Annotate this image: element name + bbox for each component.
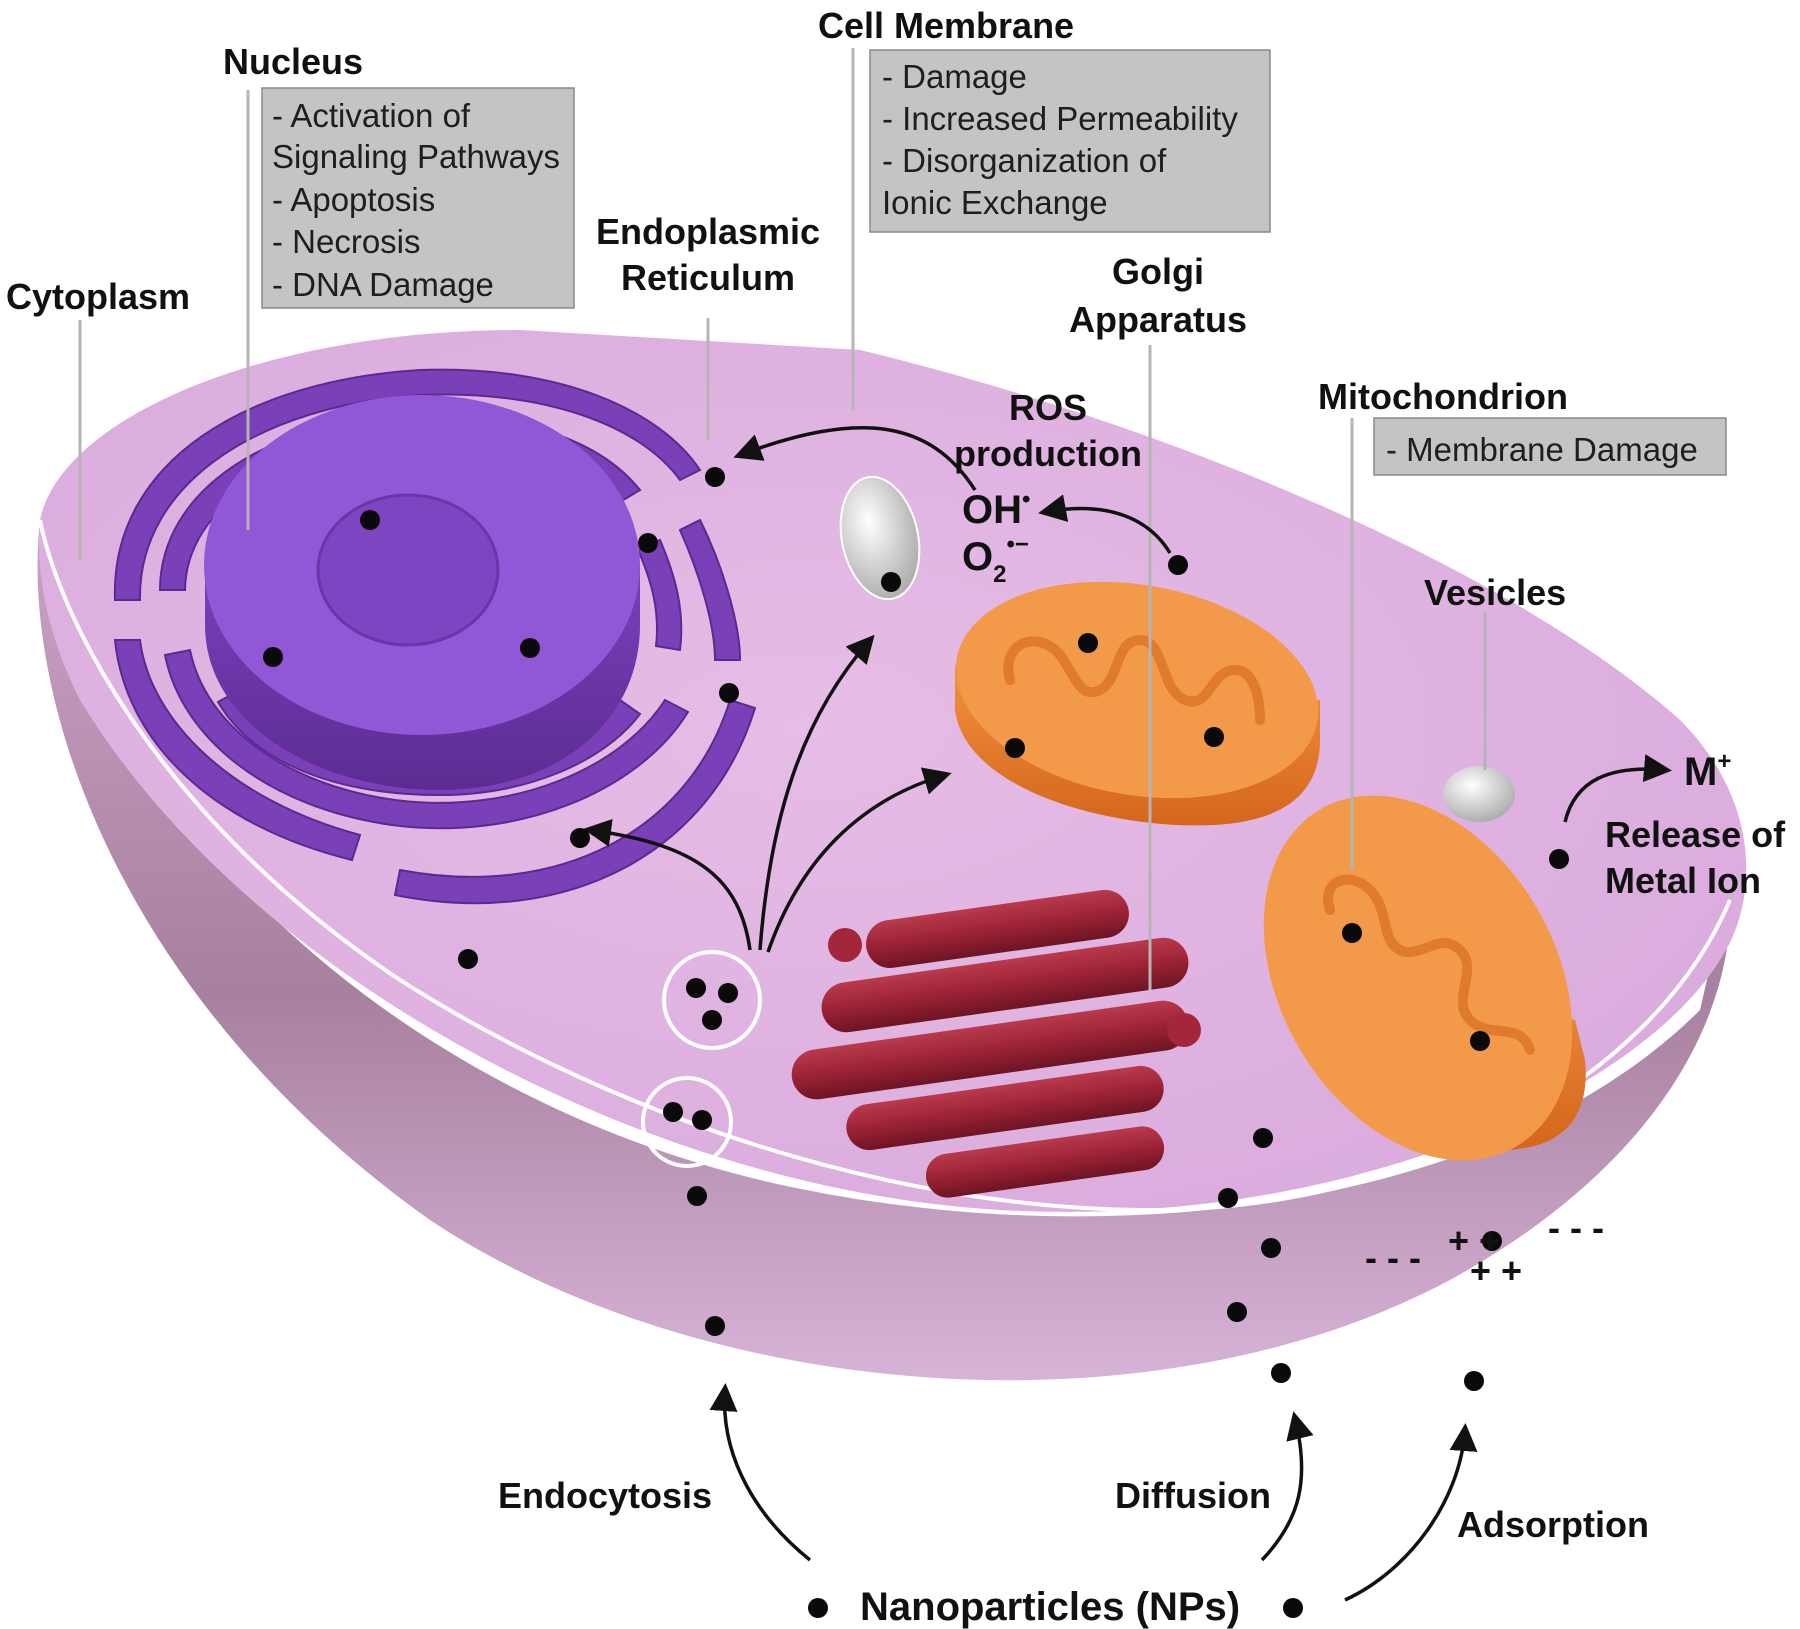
- mitochondrion-upper-top: [955, 581, 1319, 799]
- nucleus: [204, 395, 640, 790]
- endosome-upper: [662, 950, 762, 1050]
- golgi-cisterna-1: [866, 889, 1129, 969]
- surface-charges: - - - - - - + + + +: [1365, 1207, 1604, 1291]
- np-mito-upper-1: [1078, 633, 1098, 653]
- np-nucleus-1: [360, 510, 380, 530]
- nucleus-effect-line-4: - Necrosis: [272, 223, 421, 260]
- charge-minus-left: - - -: [1365, 1237, 1421, 1278]
- mitochondrion-upper: [955, 581, 1320, 826]
- cell-membrane-effects-box: - Damage - Increased Permeability - Diso…: [869, 49, 1271, 233]
- nucleus-effect-line-2: Signaling Pathways: [272, 138, 560, 175]
- nucleus-effects-box: - Activation of Signaling Pathways - Apo…: [261, 87, 575, 309]
- mitochondrion-lower-top: [1263, 795, 1573, 1161]
- np-mito-lower-2: [1470, 1031, 1490, 1051]
- label-ros-line-2: production: [954, 433, 1142, 474]
- membrane-effect-line-4: Ionic Exchange: [882, 184, 1108, 221]
- golgi-cisterna-3: [791, 1000, 1189, 1100]
- vesicle: [1443, 766, 1515, 822]
- superoxide-radical: O2•−: [962, 531, 1029, 588]
- white-vacuole: [839, 475, 921, 601]
- nanoparticles: [263, 467, 1569, 1618]
- hydroxyl-radical: OH•: [962, 486, 1030, 532]
- golgi-cisterna-4: [846, 1065, 1164, 1151]
- endocytic-vesicles: [641, 950, 762, 1168]
- nucleus-effect-line-5: - DNA Damage: [272, 266, 494, 303]
- np-er-3: [719, 683, 739, 703]
- arrows: [583, 425, 1672, 1602]
- np-er-1: [705, 467, 725, 487]
- endosome-lower: [641, 1076, 733, 1168]
- golgi-cisterna-5: [925, 1126, 1165, 1198]
- mitochondrion-effect-line-1: - Membrane Damage: [1386, 431, 1698, 468]
- label-adsorption: Adsorption: [1457, 1504, 1649, 1545]
- np-nucleus-2: [263, 647, 283, 667]
- np-endosome-5: [692, 1110, 712, 1130]
- label-ros-line-1: ROS: [1009, 387, 1087, 428]
- np-diffusion-4: [1227, 1302, 1247, 1322]
- np-release: [1549, 849, 1569, 869]
- reactive-species: OH• O2•− M+: [962, 486, 1731, 794]
- np-legend-right: [1283, 1598, 1303, 1618]
- cell-side-wall: [37, 520, 1731, 1381]
- np-er-5: [458, 949, 478, 969]
- golgi-apparatus: [791, 889, 1201, 1198]
- label-nanoparticles: Nanoparticles (NPs): [860, 1585, 1240, 1629]
- nucleolus: [316, 493, 500, 647]
- label-er-line-2: Reticulum: [621, 257, 795, 298]
- membrane-effect-line-2: - Increased Permeability: [882, 100, 1238, 137]
- np-er-2: [638, 533, 658, 553]
- charge-minus-right: - - -: [1548, 1207, 1604, 1248]
- label-nucleus: Nucleus: [223, 41, 363, 82]
- golgi-vesicle-right: [1167, 1013, 1201, 1047]
- label-endocytosis: Endocytosis: [498, 1475, 712, 1516]
- mitochondrion-lower-cristae: [1323, 874, 1535, 1055]
- label-golgi-line-1: Golgi: [1112, 251, 1204, 292]
- callout-lines: [78, 48, 1487, 990]
- label-er-line-1: Endoplasmic: [596, 211, 820, 252]
- np-adsorption-2: [1464, 1371, 1484, 1391]
- nucleus-effect-line-1: - Activation of: [272, 97, 471, 134]
- label-golgi-line-2: Apparatus: [1069, 299, 1247, 340]
- label-cell-membrane: Cell Membrane: [818, 5, 1074, 46]
- golgi-vesicle-left: [828, 928, 862, 962]
- mitochondrion-lower: [1263, 795, 1586, 1161]
- label-release-line-2: Metal Ion: [1605, 860, 1761, 901]
- label-diffusion: Diffusion: [1115, 1475, 1271, 1516]
- label-vesicles: Vesicles: [1424, 572, 1566, 613]
- labels: Nucleus Cell Membrane Cytoplasm Endoplas…: [6, 5, 1786, 1629]
- np-vacuole: [881, 572, 901, 592]
- mitochondrion-effects-box: - Membrane Damage: [1373, 417, 1727, 476]
- nucleus-effect-line-3: - Apoptosis: [272, 181, 435, 218]
- np-endocytosis-1: [687, 1186, 707, 1206]
- np-mito-lower-1: [1342, 923, 1362, 943]
- membrane-effect-line-1: - Damage: [882, 58, 1027, 95]
- label-release-line-1: Release of: [1605, 814, 1786, 855]
- np-endosome-1: [686, 978, 706, 998]
- label-mitochondrion: Mitochondrion: [1318, 376, 1568, 417]
- np-diffusion-5: [1271, 1363, 1291, 1383]
- membrane-effect-line-3: - Disorganization of: [882, 142, 1167, 179]
- charge-plus-top: + +: [1448, 1220, 1500, 1261]
- np-mito-upper-3: [1204, 727, 1224, 747]
- mitochondrion-upper-cristae: [1003, 634, 1265, 725]
- np-endocytosis-2: [705, 1316, 725, 1336]
- np-endosome-2: [718, 983, 738, 1003]
- label-cytoplasm: Cytoplasm: [6, 276, 190, 317]
- np-legend-left: [808, 1598, 828, 1618]
- np-endosome-3: [702, 1010, 722, 1030]
- np-diffusion-3: [1261, 1238, 1281, 1258]
- metal-ion: M+: [1684, 748, 1731, 794]
- np-ros-source: [1168, 555, 1188, 575]
- golgi-cisterna-2: [821, 937, 1189, 1033]
- np-diffusion-2: [1218, 1188, 1238, 1208]
- np-diffusion-1: [1253, 1128, 1273, 1148]
- charge-plus-bottom: + +: [1470, 1250, 1522, 1291]
- np-endosome-4: [663, 1102, 683, 1122]
- np-mito-upper-2: [1005, 738, 1025, 758]
- np-adsorption-1: [1482, 1231, 1502, 1251]
- np-nucleus-3: [520, 638, 540, 658]
- np-er-4: [570, 828, 590, 848]
